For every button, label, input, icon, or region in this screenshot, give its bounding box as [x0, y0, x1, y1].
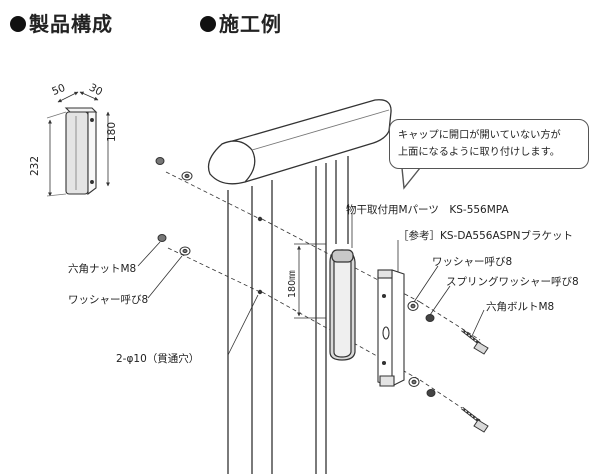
bracket	[377, 269, 405, 387]
product-part-drawing	[64, 107, 98, 196]
mount-span-dimension	[294, 243, 326, 319]
label-nut: 六角ナットM8	[68, 263, 137, 275]
mounted-part	[329, 249, 356, 361]
note-line-1: キャップに開口が開いていない方が	[398, 130, 561, 141]
bullet-icon	[10, 16, 26, 32]
label-through-hole: 2-φ10（貫通穴）	[116, 353, 200, 365]
label-bracket: ［参考］KS-DA556ASPNブラケット	[398, 230, 573, 242]
dim-height: 180	[106, 121, 118, 142]
note-line-2: 上面になるように取り付けします。	[398, 147, 560, 158]
label-mpa: 物干取付用Mパーツ KS-556MPA	[346, 204, 509, 216]
posts	[227, 156, 349, 474]
handrail	[207, 99, 392, 185]
heading-example: 施工例	[200, 8, 282, 37]
dim-mount-span: 180㎜	[287, 270, 298, 298]
hole-upper	[257, 216, 263, 222]
note-callout: キャップに開口が開いていない方が 上面になるように取り付けします。	[389, 119, 589, 169]
bolts	[461, 328, 489, 433]
product-dimension-lines	[46, 91, 110, 197]
label-bolt: 六角ボルトM8	[486, 301, 555, 313]
dim-total: 232	[29, 155, 41, 176]
label-spring-washer: スプリングワッシャー呼び8	[446, 276, 579, 288]
hole-lower	[257, 289, 263, 295]
bullet-icon	[200, 16, 216, 32]
leader-lines	[137, 213, 485, 356]
right-fasteners	[407, 301, 436, 397]
callout-tail	[401, 167, 421, 190]
heading-components: 製品構成	[10, 8, 113, 37]
left-fasteners	[155, 157, 193, 256]
label-washer-left: ワッシャー呼び8	[68, 294, 149, 306]
label-washer-right: ワッシャー呼び8	[432, 256, 513, 268]
